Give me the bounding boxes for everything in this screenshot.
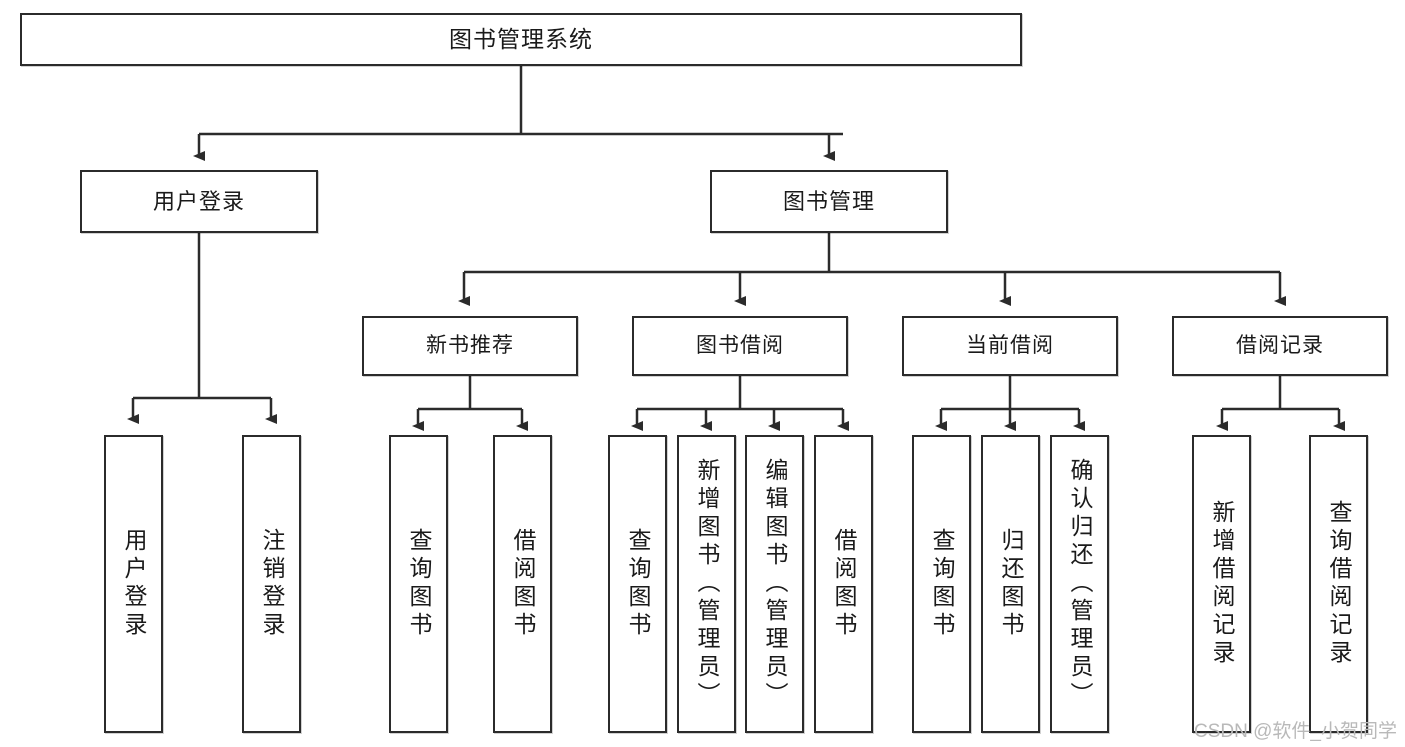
leaf-user-login-login-label: 用户登录: [121, 528, 147, 640]
leaf-borrow-record-query[interactable]: 查询借阅记录: [1309, 435, 1368, 733]
node-user-login-label: 用户登录: [152, 188, 245, 214]
node-root-system-label: 图书管理系统: [449, 26, 593, 53]
node-current-borrow-label: 当前借阅: [966, 333, 1054, 357]
leaf-current-borrow-query-label: 查询图书: [929, 528, 955, 640]
leaf-book-borrow-borrow-label: 借阅图书: [831, 528, 857, 640]
leaf-new-book-query-label: 查询图书: [406, 528, 432, 640]
leaf-book-borrow-add-label: 新增图书（管理员）: [694, 458, 720, 710]
node-root-system[interactable]: 图书管理系统: [20, 13, 1022, 66]
leaf-current-borrow-return-label: 归还图书: [998, 528, 1024, 640]
leaf-new-book-query[interactable]: 查询图书: [389, 435, 448, 733]
node-new-book-recommend-label: 新书推荐: [426, 333, 514, 357]
node-borrow-record-label: 借阅记录: [1236, 333, 1324, 357]
csdn-watermark: CSDN @软件_小贺同学: [1194, 721, 1397, 742]
node-book-borrow[interactable]: 图书借阅: [632, 316, 848, 376]
leaf-book-borrow-add[interactable]: 新增图书（管理员）: [677, 435, 736, 733]
leaf-user-login-logout[interactable]: 注销登录: [242, 435, 301, 733]
node-book-borrow-label: 图书借阅: [696, 333, 784, 357]
leaf-book-borrow-query-label: 查询图书: [625, 528, 651, 640]
node-new-book-recommend[interactable]: 新书推荐: [362, 316, 578, 376]
leaf-book-borrow-edit-label: 编辑图书（管理员）: [762, 458, 788, 710]
leaf-borrow-record-query-label: 查询借阅记录: [1326, 500, 1352, 668]
leaf-book-borrow-edit[interactable]: 编辑图书（管理员）: [745, 435, 804, 733]
leaf-book-borrow-borrow[interactable]: 借阅图书: [814, 435, 873, 733]
leaf-user-login-login[interactable]: 用户登录: [104, 435, 163, 733]
node-book-management-label: 图书管理: [782, 188, 875, 214]
leaf-current-borrow-return[interactable]: 归还图书: [981, 435, 1040, 733]
node-user-login[interactable]: 用户登录: [80, 170, 318, 233]
leaf-current-borrow-confirm-return[interactable]: 确认归还（管理员）: [1050, 435, 1109, 733]
node-book-management[interactable]: 图书管理: [710, 170, 948, 233]
leaf-borrow-record-add-label: 新增借阅记录: [1209, 500, 1235, 668]
node-borrow-record[interactable]: 借阅记录: [1172, 316, 1388, 376]
leaf-new-book-borrow[interactable]: 借阅图书: [493, 435, 552, 733]
leaf-book-borrow-query[interactable]: 查询图书: [608, 435, 667, 733]
leaf-current-borrow-confirm-return-label: 确认归还（管理员）: [1067, 458, 1093, 710]
leaf-user-login-logout-label: 注销登录: [259, 528, 285, 640]
leaf-borrow-record-add[interactable]: 新增借阅记录: [1192, 435, 1251, 733]
leaf-current-borrow-query[interactable]: 查询图书: [912, 435, 971, 733]
leaf-new-book-borrow-label: 借阅图书: [510, 528, 536, 640]
node-current-borrow[interactable]: 当前借阅: [902, 316, 1118, 376]
